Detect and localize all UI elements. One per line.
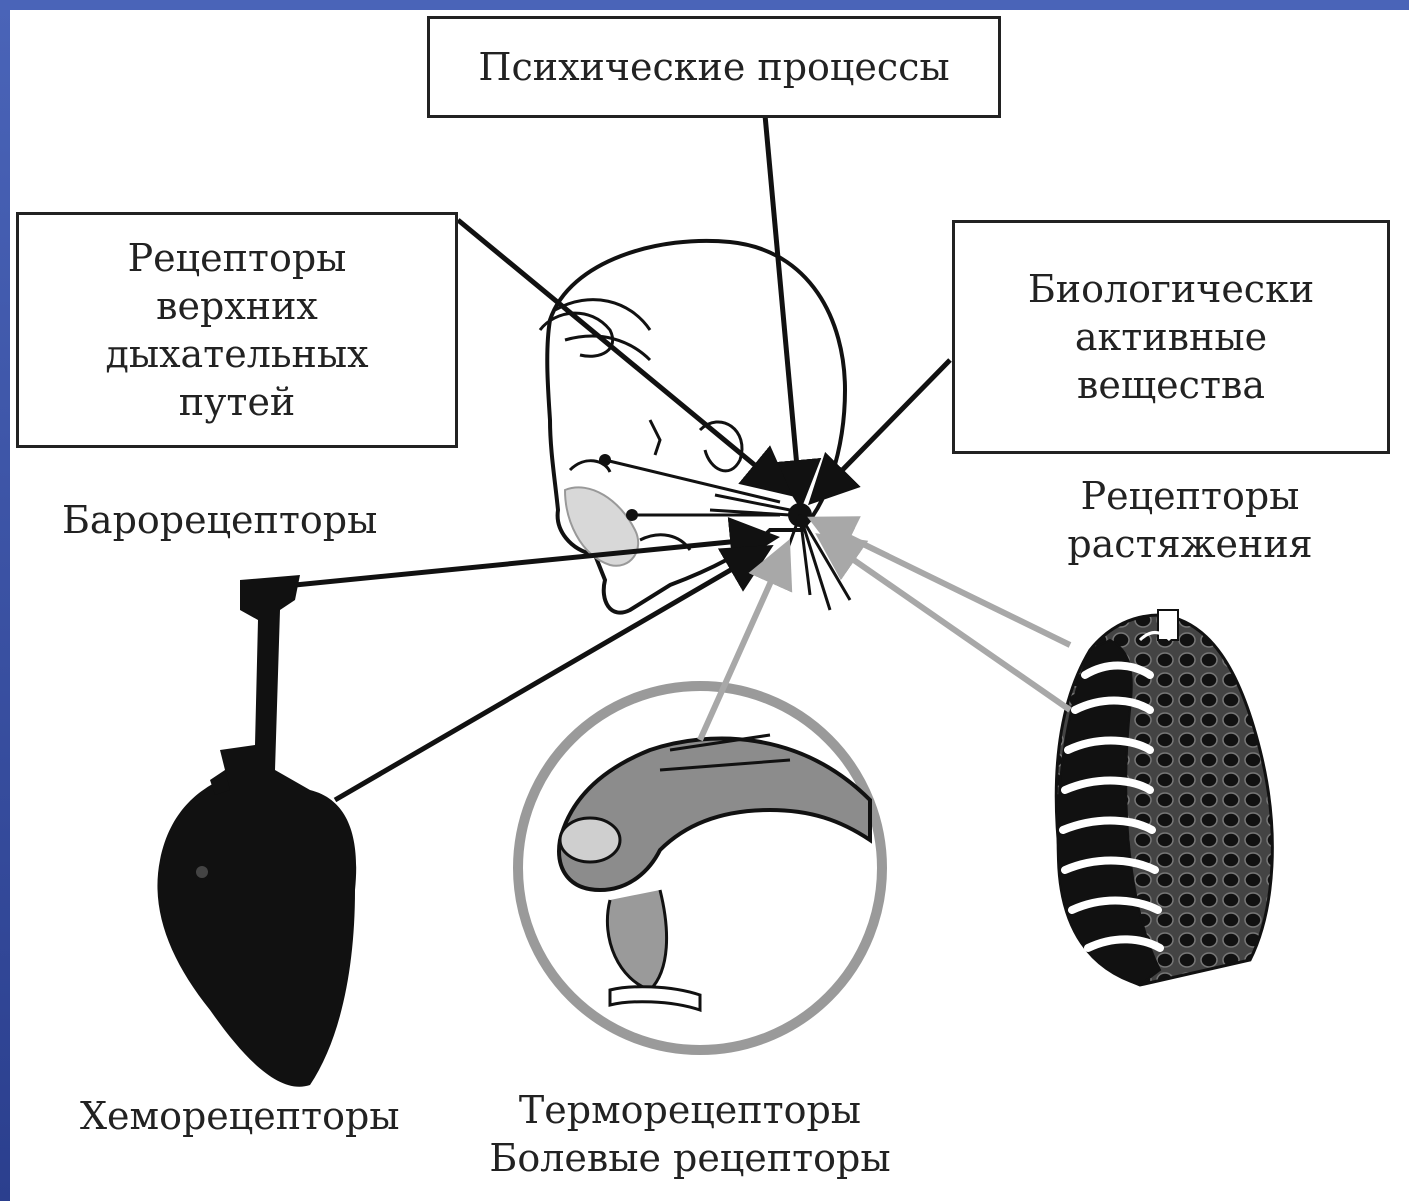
arrow-stretch-1	[818, 522, 1070, 645]
diagram-canvas: Психические процессы Рецепторы верхних д…	[10, 10, 1409, 1201]
thermo-circle-illustration	[518, 686, 882, 1050]
box-upper-airways-line-3: дыхательных	[105, 330, 368, 378]
box-mental-text: Психические процессы	[478, 43, 949, 91]
label-thermo-pain: Терморецепторы Болевые рецепторы	[470, 1086, 910, 1182]
label-thermo-line-2: Болевые рецепторы	[470, 1134, 910, 1182]
label-thermo-line-1: Терморецепторы	[470, 1086, 910, 1134]
label-stretch-line-2: растяжения	[1040, 520, 1340, 568]
label-chemoreceptors: Хеморецепторы	[80, 1092, 400, 1140]
box-mental-processes: Психические процессы	[427, 16, 1001, 118]
box-bioactive-line-3: вещества	[1077, 361, 1265, 409]
lungs-illustration	[1056, 610, 1272, 985]
box-bioactive-substances: Биологически активные вещества	[952, 220, 1390, 454]
box-upper-airways-line-2: верхних	[156, 282, 318, 330]
label-stretch-receptors: Рецепторы растяжения	[1040, 472, 1340, 568]
label-stretch-line-1: Рецепторы	[1040, 472, 1340, 520]
label-baroreceptors: Барорецепторы	[62, 496, 377, 544]
box-upper-airways-line-4: путей	[179, 378, 296, 426]
box-bioactive-line-2: активные	[1075, 313, 1267, 361]
box-bioactive-line-1: Биологически	[1028, 265, 1314, 313]
box-upper-airways-line-1: Рецепторы	[128, 234, 347, 282]
diagram-drawing	[10, 10, 1409, 1201]
box-upper-airways: Рецепторы верхних дыхательных путей	[16, 212, 458, 448]
heart-illustration	[157, 575, 356, 1087]
